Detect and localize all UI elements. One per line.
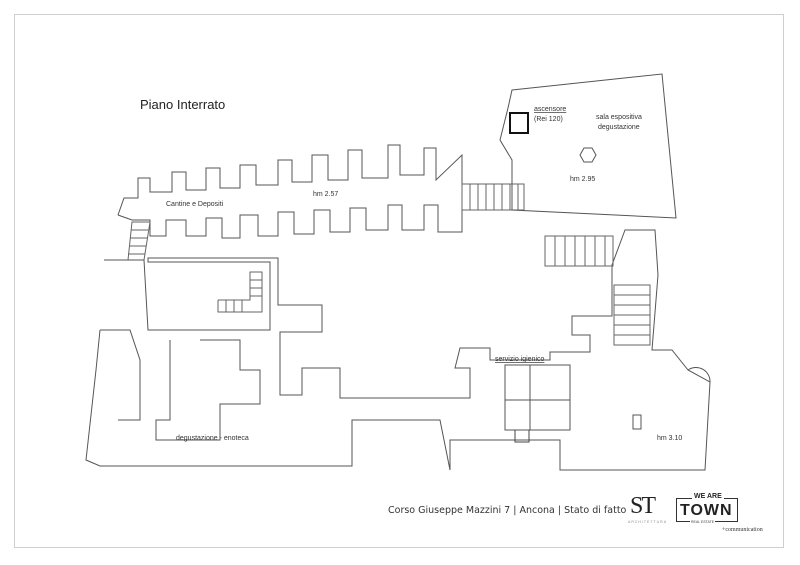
page-frame: [14, 14, 784, 548]
corridor-wall: [155, 339, 261, 441]
label-servizio: servizio igienico: [495, 356, 545, 363]
stair-east: [461, 183, 525, 211]
cantine-wall-bottom: [117, 204, 463, 239]
label-rei: (Rei 120): [534, 116, 563, 123]
servizio-igienico-room: [504, 364, 571, 431]
stair-central: [544, 235, 651, 346]
plan-labels: ascensore (Rei 120) sala espositiva degu…: [166, 106, 682, 442]
label-enoteca: degustazione - enoteca: [176, 435, 249, 442]
logo-st: ST: [630, 493, 656, 519]
logo-town: TOWN: [680, 502, 733, 519]
column: [579, 147, 597, 163]
bay-window: [687, 367, 711, 383]
stair-west: [127, 221, 151, 261]
stair-inner: [217, 271, 263, 313]
label-hm-east: hm 3.10: [657, 435, 682, 442]
logo-st-subtitle: ARCHITETTURA: [628, 520, 668, 524]
label-hm-sala: hm 2.95: [570, 176, 595, 183]
door: [514, 430, 530, 443]
logo-town-top: WE ARE: [692, 493, 724, 501]
logo-communication: +communication: [722, 527, 763, 533]
plan-title: Piano Interrato: [140, 97, 226, 112]
inner-wall: [100, 329, 141, 421]
label-sala-2: degustazione: [598, 124, 640, 131]
label-sala-1: sala espositiva: [596, 114, 642, 121]
footer-address: Corso Giuseppe Mazzini 7 | Ancona | Stat…: [388, 505, 627, 516]
cantine-wall-top: [117, 144, 463, 216]
label-ascensore: ascensore: [534, 106, 566, 113]
main-plan-wall: [85, 229, 711, 471]
logo-town-subtitle: REAL ESTATE: [690, 520, 716, 525]
label-cantine: Cantine e Depositi: [166, 201, 224, 208]
label-hm-cantine: hm 2.57: [313, 191, 338, 198]
elevator: [509, 112, 529, 134]
sala-espositiva-room: [499, 73, 677, 219]
